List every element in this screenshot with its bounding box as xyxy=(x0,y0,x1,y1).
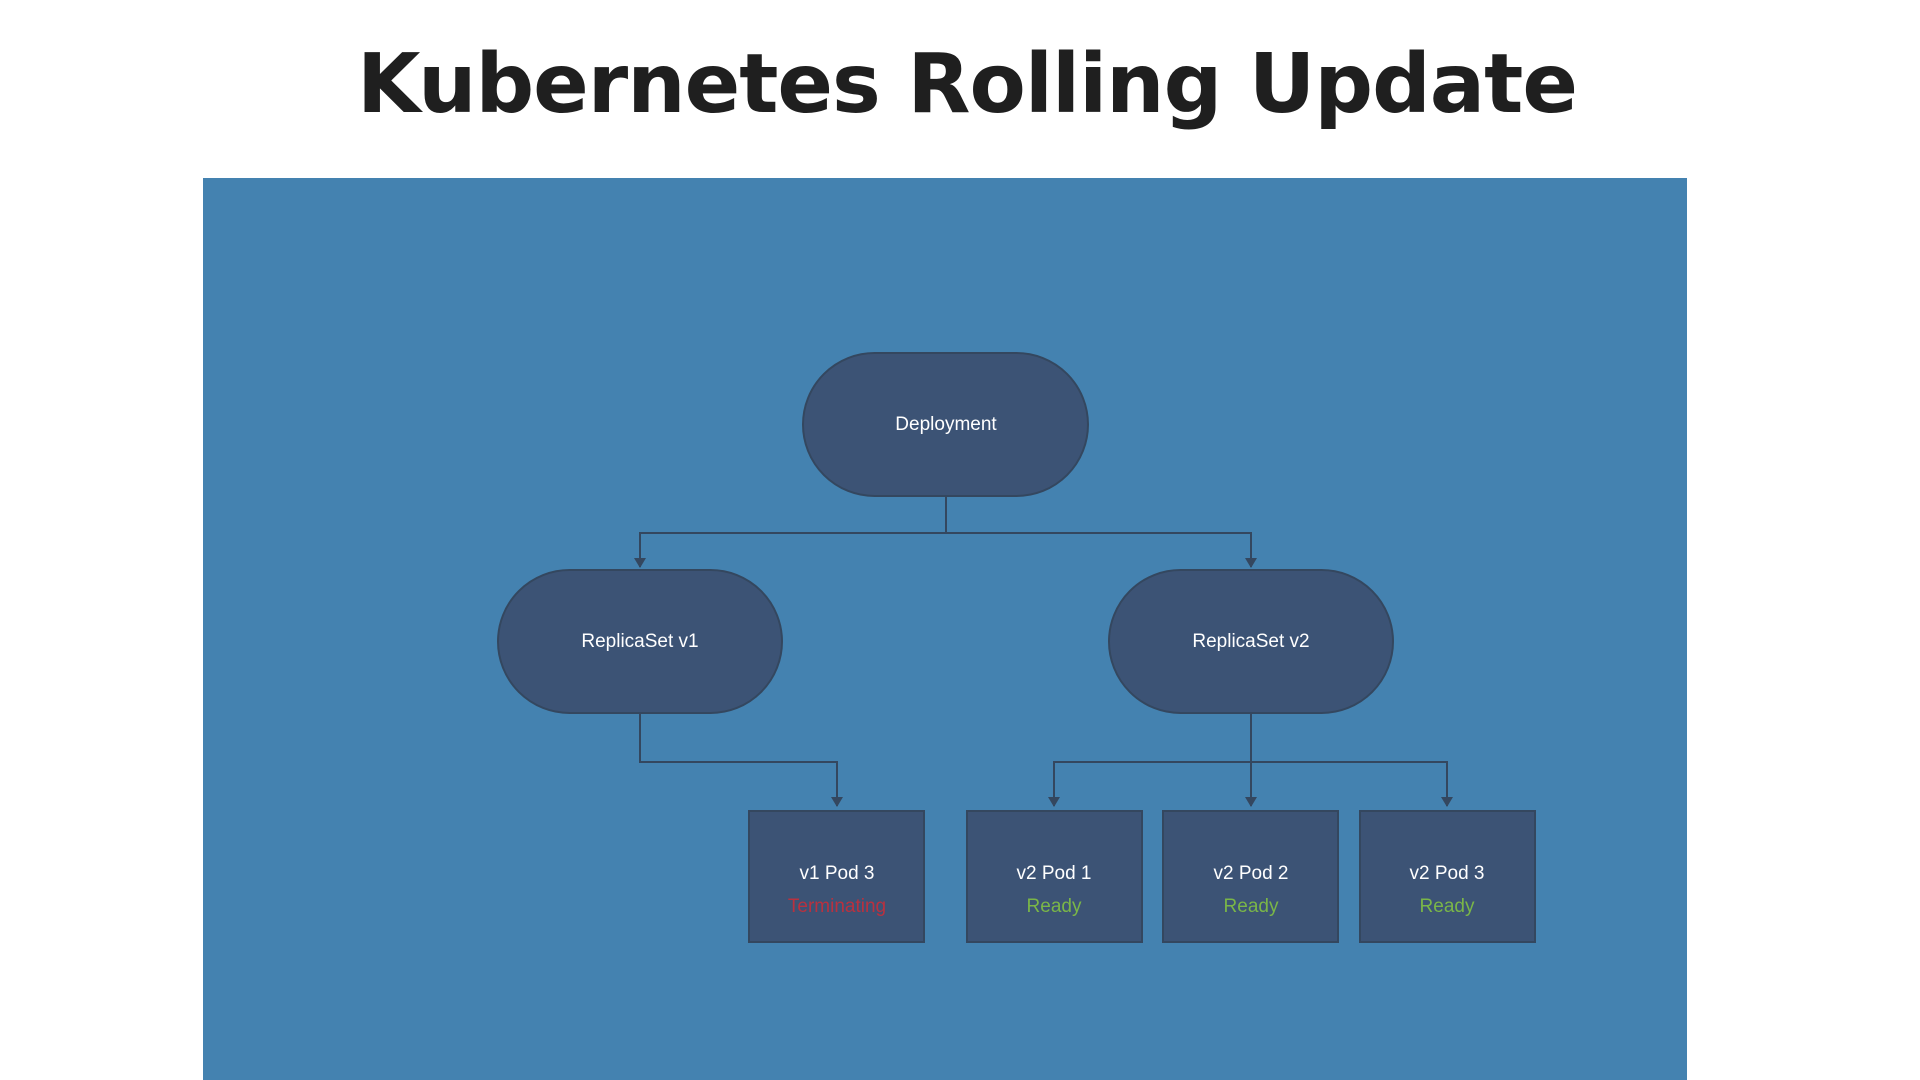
pod-v2-3: v2 Pod 3 Ready xyxy=(1359,810,1536,943)
pod-v1-3: v1 Pod 3 Terminating xyxy=(748,810,925,943)
connectors xyxy=(634,496,1453,807)
pod-v1-3-label: v1 Pod 3 xyxy=(800,863,875,884)
deployment-node: Deployment xyxy=(802,352,1089,497)
edge-deployment-to-replicaset-v2 xyxy=(946,532,1257,568)
replicaset-v2-node: ReplicaSet v2 xyxy=(1108,569,1394,714)
deployment-node-shape xyxy=(802,352,1089,497)
pod-v1-3-status: Terminating xyxy=(788,896,886,917)
diagram-svg: Deployment ReplicaSet v1 ReplicaSet v2 v… xyxy=(203,178,1687,1080)
page-title: Kubernetes Rolling Update xyxy=(357,37,1578,132)
replicaset-v2-node-label: ReplicaSet v2 xyxy=(1192,631,1309,652)
pod-v2-1-label: v2 Pod 1 xyxy=(1017,863,1092,884)
pod-v2-1-status: Ready xyxy=(1027,896,1082,917)
edge-deployment-to-replicaset-v1 xyxy=(634,496,947,568)
replicaset-v1-node-label: ReplicaSet v1 xyxy=(581,631,698,652)
pod-v2-2: v2 Pod 2 Ready xyxy=(1162,810,1339,943)
pod-v2-1: v2 Pod 1 Ready xyxy=(966,810,1143,943)
diagram-background xyxy=(203,178,1687,1080)
replicaset-v2-node-shape xyxy=(1108,569,1394,714)
replicaset-v1-node-shape xyxy=(497,569,783,714)
pod-v2-1-shape xyxy=(966,810,1143,943)
pod-v2-2-label: v2 Pod 2 xyxy=(1214,863,1289,884)
pod-v2-3-status: Ready xyxy=(1420,896,1475,917)
diagram-canvas: Deployment ReplicaSet v1 ReplicaSet v2 v… xyxy=(203,178,1687,1080)
pod-v1-3-shape xyxy=(748,810,925,943)
edge-replicaset-v1-to-v1-pod-3 xyxy=(639,713,843,807)
edge-replicaset-v2-to-v2-pod-1 xyxy=(1048,761,1251,807)
pod-v2-2-shape xyxy=(1162,810,1339,943)
pod-v2-3-shape xyxy=(1359,810,1536,943)
pod-v2-2-status: Ready xyxy=(1224,896,1279,917)
pod-v2-3-label: v2 Pod 3 xyxy=(1410,863,1485,884)
edge-replicaset-v2-to-v2-pod-3 xyxy=(1251,761,1453,807)
deployment-node-label: Deployment xyxy=(895,414,997,435)
replicaset-v1-node: ReplicaSet v1 xyxy=(497,569,783,714)
